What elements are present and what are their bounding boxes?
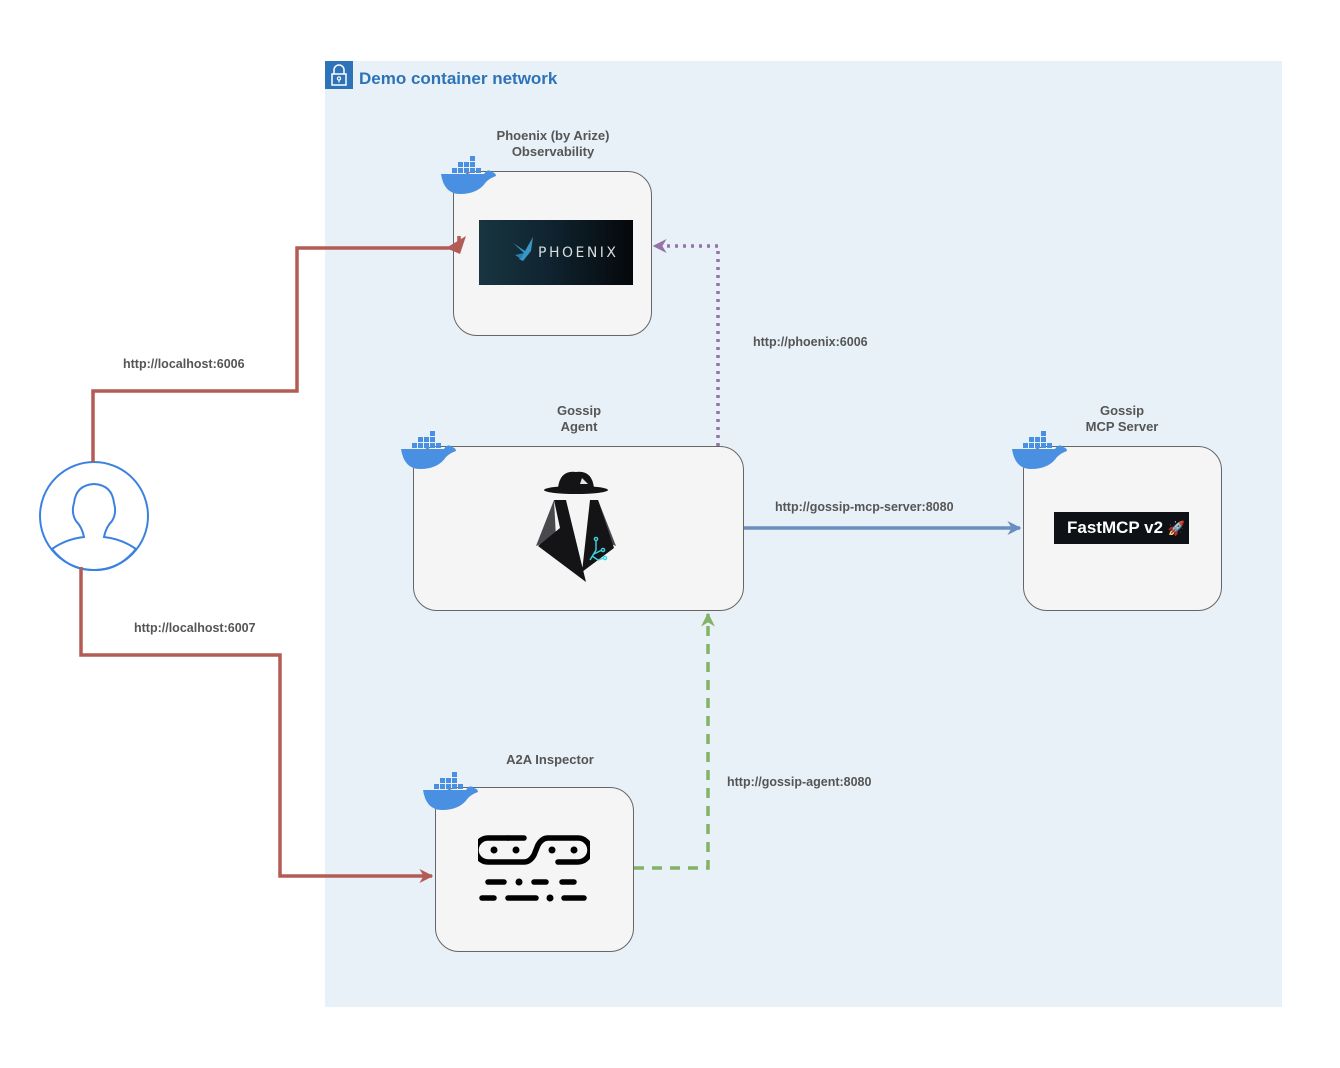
fastmcp-logo-text: FastMCP v2 🚀 xyxy=(1067,518,1185,538)
docker-whale-icon xyxy=(1012,431,1067,469)
docker-whale-icon xyxy=(401,431,456,469)
phoenix-bird-icon xyxy=(513,237,533,261)
a2a-inspector-node[interactable] xyxy=(435,787,634,952)
agent-label: Gossip Agent xyxy=(556,403,602,434)
rocket-icon: 🚀 xyxy=(1167,520,1186,536)
a2a-inspector-label: A2A Inspector xyxy=(506,752,594,767)
fastmcp-name: FastMCP v2 xyxy=(1067,518,1164,537)
edge-label-phoenix-6006: http://phoenix:6006 xyxy=(753,335,868,349)
spy-detective-icon xyxy=(536,471,616,582)
fastmcp-logo: FastMCP v2 🚀 xyxy=(1054,512,1189,544)
edge-label-localhost-6007: http://localhost:6007 xyxy=(134,621,256,635)
edge-label-gossip-agent: http://gossip-agent:8080 xyxy=(727,775,872,789)
user-icon[interactable] xyxy=(38,461,152,575)
phoenix-logo: PHOENIX xyxy=(479,220,633,285)
docker-whale-icon xyxy=(441,156,496,194)
lock-icon xyxy=(325,61,353,89)
phoenix-logo-text: PHOENIX xyxy=(538,245,619,261)
a2a-inspector-icon xyxy=(478,835,590,902)
edge-label-gossip-mcp-server: http://gossip-mcp-server:8080 xyxy=(775,500,954,514)
docker-whale-icon xyxy=(423,772,478,810)
phoenix-label: Phoenix (by Arize) Observability xyxy=(496,128,610,159)
edge-label-localhost-6006: http://localhost:6006 xyxy=(123,357,245,371)
network-title: Demo container network xyxy=(359,69,558,88)
mcp-server-label: Gossip MCP Server xyxy=(1085,403,1159,434)
